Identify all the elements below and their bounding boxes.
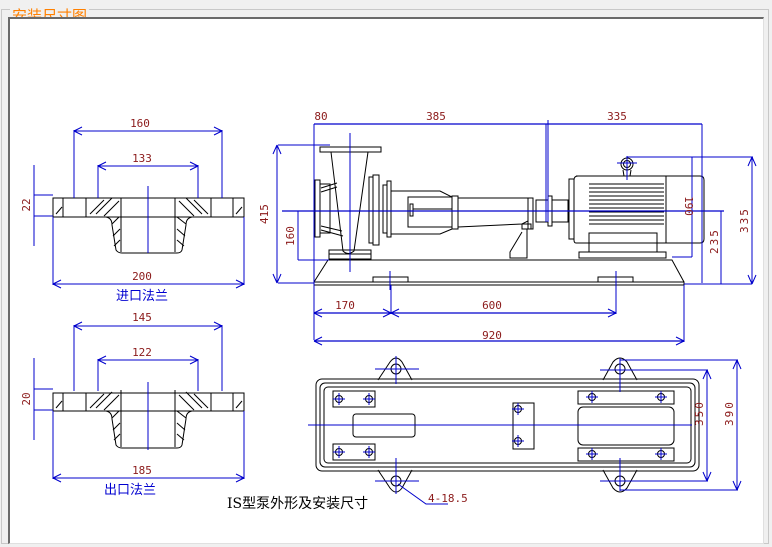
dim-170: 170 [335,299,355,312]
outlet-thickness-dim: 20 [20,392,33,405]
dim-190: 190 [682,196,695,216]
dim-350: 350 [693,400,706,426]
dimension-arrowheads [52,126,757,491]
drawing-title: IS型泵外形及安装尺寸 [227,496,368,512]
dim-600: 600 [482,299,502,312]
dim-415: 415 [258,204,271,224]
pump-side-view [276,120,753,342]
bolt-hole-spec: 4-18.5 [428,492,468,505]
dim-390: 390 [723,400,736,426]
inlet-bolt-circle-dim: 160 [130,117,150,130]
inlet-flange-label: 进口法兰 [116,289,168,304]
drawing-canvas [8,17,764,544]
dim-335-side: 335 [738,207,751,233]
inlet-thickness-dim: 22 [20,198,33,211]
dim-80: 80 [314,110,327,123]
inlet-flange-section [33,130,245,285]
inlet-outer-diameter-dim: 200 [132,270,152,283]
outlet-bolt-circle-dim: 145 [132,311,152,324]
dim-385: 385 [426,110,446,123]
inlet-raised-face-dim: 133 [132,152,152,165]
outlet-outer-diameter-dim: 185 [132,464,152,477]
dim-235: 235 [708,228,721,254]
outlet-flange-label: 出口法兰 [104,483,156,498]
dim-920: 920 [482,329,502,342]
outlet-raised-face-dim: 122 [132,346,152,359]
outlet-flange-section [33,325,245,479]
base-plan-view [308,356,738,505]
dim-335-top: 335 [607,110,627,123]
dim-160-inlet: 160 [284,226,297,246]
